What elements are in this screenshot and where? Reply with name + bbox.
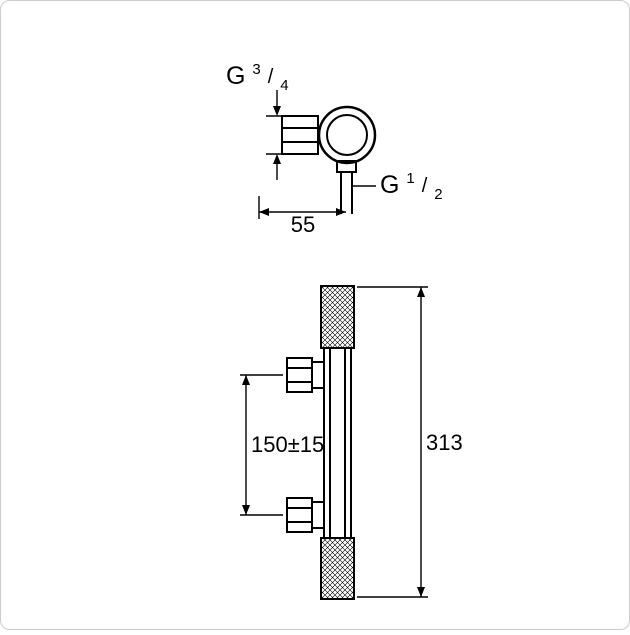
depth-dimension-label: 55 <box>291 212 315 237</box>
top-view-dimensions <box>258 90 376 219</box>
depth-dimension-lines <box>258 196 346 219</box>
height-dimension-lines <box>357 286 428 598</box>
valve-body-circle <box>317 105 377 165</box>
front-view-dimensions <box>240 286 428 598</box>
top-view-valve <box>281 105 377 214</box>
inlet-fitting-bottom <box>286 497 325 533</box>
center-distance-dimension-lines <box>240 374 283 516</box>
thread-outlet-label: G 1 / 2 <box>380 161 443 203</box>
knurled-grip-bottom <box>320 537 355 600</box>
thread-top-label: G 3 / 4 <box>226 52 289 94</box>
center-distance-label: 150±15 <box>251 432 324 457</box>
thread-top-dimension <box>266 90 292 180</box>
outlet-pipe <box>336 160 357 214</box>
front-view-thermostat <box>286 285 355 600</box>
knurled-grip-top <box>320 285 355 349</box>
height-label: 313 <box>426 430 463 455</box>
inlet-fitting-top <box>286 357 325 393</box>
